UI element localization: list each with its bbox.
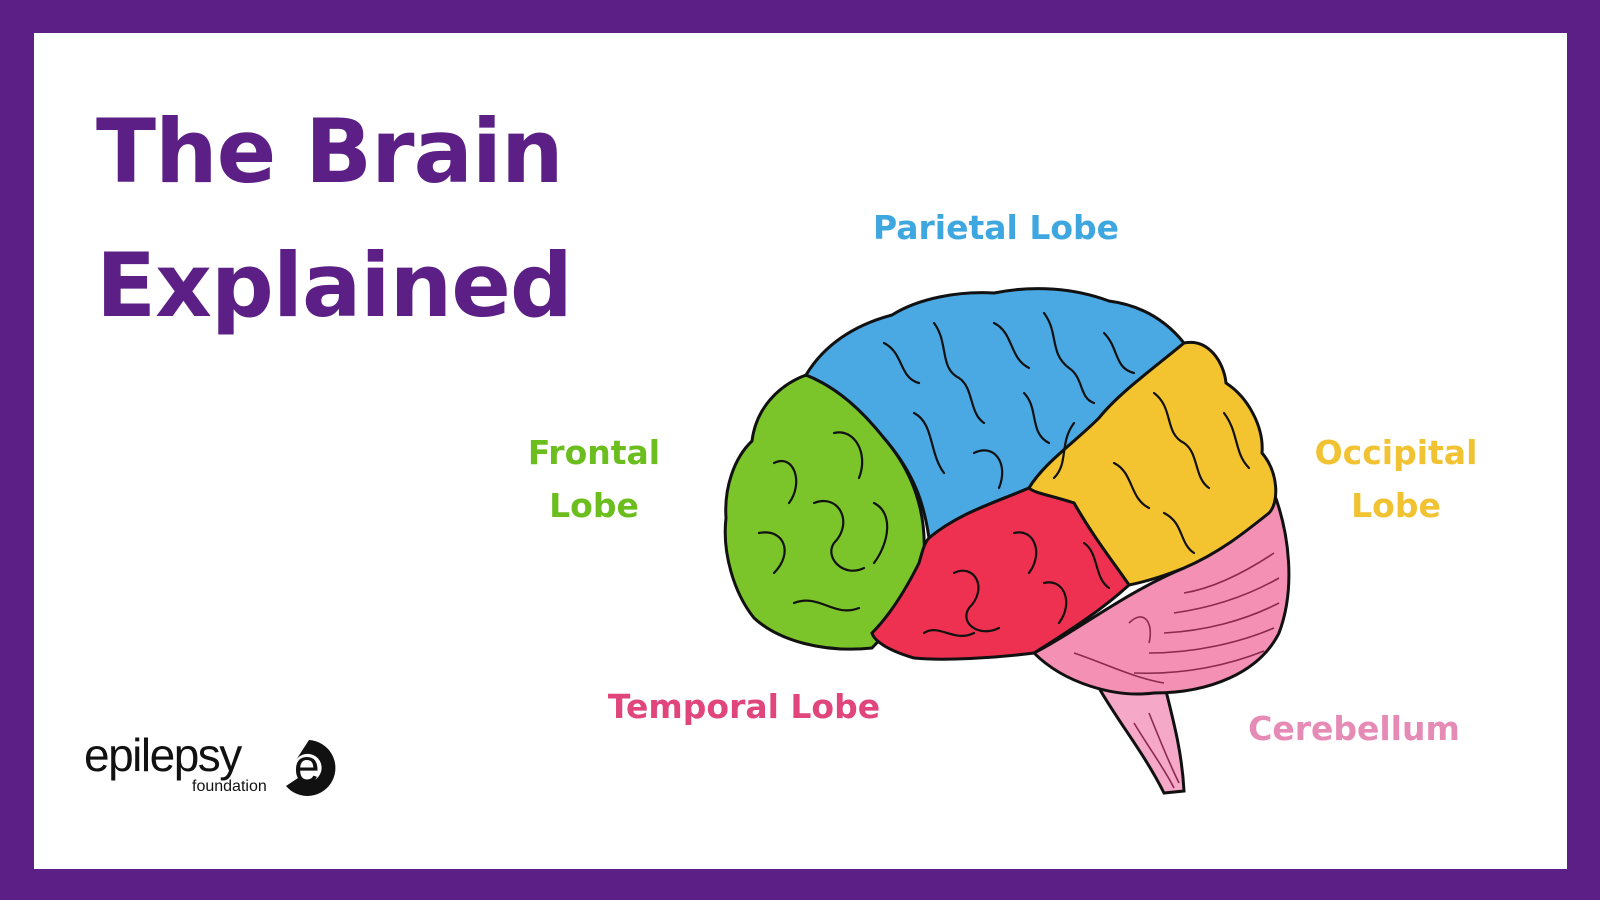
parietal-lobe-label: Parietal Lobe: [866, 201, 1126, 254]
logo-e-mark-icon: e: [286, 740, 336, 796]
brainstem-lines: [1133, 712, 1180, 789]
cerebellum-folds: [1073, 552, 1280, 684]
temporal-lobe-label-text: Temporal Lobe: [607, 687, 881, 726]
temporal-lobe-region: [870, 486, 1131, 661]
page-title: The Brain Explained: [96, 85, 573, 353]
epilepsy-foundation-logo: epilepsy foundation e: [84, 728, 354, 808]
occipital-lobe-label-line-1: Occipital: [1314, 433, 1478, 472]
occipital-lobe-label-line-2: Lobe: [1351, 486, 1441, 525]
cerebellum-label-text: Cerebellum: [1248, 709, 1460, 748]
occipital-lobe-label: Occipital Lobe: [1306, 426, 1486, 532]
brain-folds: [757, 311, 1251, 637]
frontal-lobe-label-line-2: Lobe: [549, 486, 639, 525]
temporal-lobe-label: Temporal Lobe: [594, 680, 894, 733]
occipital-lobe-region: [1027, 340, 1278, 587]
title-line-1: The Brain: [96, 100, 564, 203]
logo-subtitle: foundation: [192, 778, 267, 795]
logo-wordmark: epilepsy: [84, 729, 242, 781]
frontal-lobe-label: Frontal Lobe: [514, 426, 674, 532]
parietal-lobe-label-text: Parietal Lobe: [872, 208, 1120, 247]
brainstem-region: [1096, 681, 1186, 795]
content-frame: The Brain Explained: [34, 33, 1567, 869]
cerebellum-label: Cerebellum: [1234, 702, 1474, 755]
logo-e-letter: e: [294, 740, 320, 792]
brain-diagram: [723, 287, 1291, 795]
frontal-lobe-label-line-1: Frontal: [527, 433, 661, 472]
title-line-2: Explained: [96, 234, 573, 337]
